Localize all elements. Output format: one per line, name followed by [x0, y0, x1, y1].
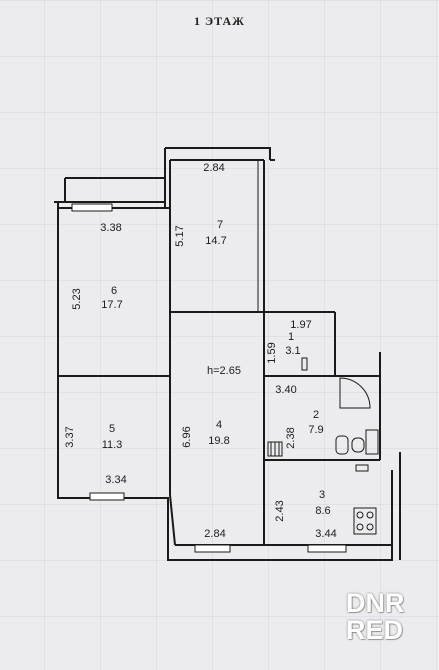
interior-walls — [58, 159, 392, 546]
window-room-4 — [194, 544, 231, 553]
room-7-number: 7 — [217, 219, 223, 231]
sink-icon — [351, 437, 365, 453]
dim-room-2-side: 2.38 — [285, 427, 297, 448]
dim-room-3-side: 2.43 — [274, 500, 286, 521]
ceiling-height-note: h=2.65 — [207, 365, 241, 377]
exterior-walls — [54, 147, 401, 561]
dim-room-2-top: 3.40 — [275, 384, 296, 396]
window-room-5 — [89, 492, 125, 501]
watermark-logo: DNR RED — [346, 590, 426, 644]
door-swing-arc — [339, 377, 371, 409]
dim-room-4-side: 6.96 — [181, 426, 193, 447]
room-6-number: 6 — [111, 285, 117, 297]
dim-room-4-bottom: 2.84 — [204, 528, 225, 540]
room-2-area: 7.9 — [308, 424, 323, 436]
window-room-6 — [71, 203, 113, 212]
dim-room-1-top: 1.97 — [290, 319, 311, 331]
room-7-area: 14.7 — [205, 235, 226, 247]
bathroom-fixtures — [267, 357, 379, 535]
room-5-number: 5 — [109, 423, 115, 435]
dim-room-7-top: 2.84 — [203, 162, 224, 174]
watermark-line-1: DNR — [346, 588, 405, 618]
room-4-area: 19.8 — [208, 435, 229, 447]
bath-icon — [365, 429, 379, 455]
room-2-number: 2 — [313, 409, 319, 421]
room-3-number: 3 — [319, 489, 325, 501]
windows — [71, 203, 347, 553]
dim-room-3-bottom: 3.44 — [315, 528, 336, 540]
dim-room-7-side: 5.17 — [174, 225, 186, 246]
floor-title: 1 ЭТАЖ — [193, 14, 246, 28]
watermark-line-2: RED — [346, 615, 404, 645]
room-1-area: 3.1 — [285, 345, 300, 357]
room-4-number: 4 — [216, 419, 222, 431]
room-3-area: 8.6 — [315, 505, 330, 517]
dim-room-6-top: 3.38 — [100, 222, 121, 234]
room-labels: 7 14.7 6 17.7 5 11.3 4 19.8 h=2.65 1 3.1… — [101, 219, 330, 517]
room-5-area: 11.3 — [102, 439, 123, 451]
dim-room-5-side: 3.37 — [64, 426, 76, 447]
dim-room-1-side: 1.59 — [266, 342, 278, 363]
window-room-3 — [307, 544, 347, 553]
stove-icon — [353, 507, 377, 535]
room-1-number: 1 — [288, 331, 294, 343]
dim-room-6-side: 5.23 — [71, 288, 83, 309]
dim-room-5-bottom: 3.34 — [105, 474, 126, 486]
toilet-icon — [335, 435, 349, 455]
dimension-labels: 2.84 5.17 3.38 5.23 3.37 3.34 6.96 2.84 … — [64, 162, 337, 540]
room-6-area: 17.7 — [101, 299, 122, 311]
